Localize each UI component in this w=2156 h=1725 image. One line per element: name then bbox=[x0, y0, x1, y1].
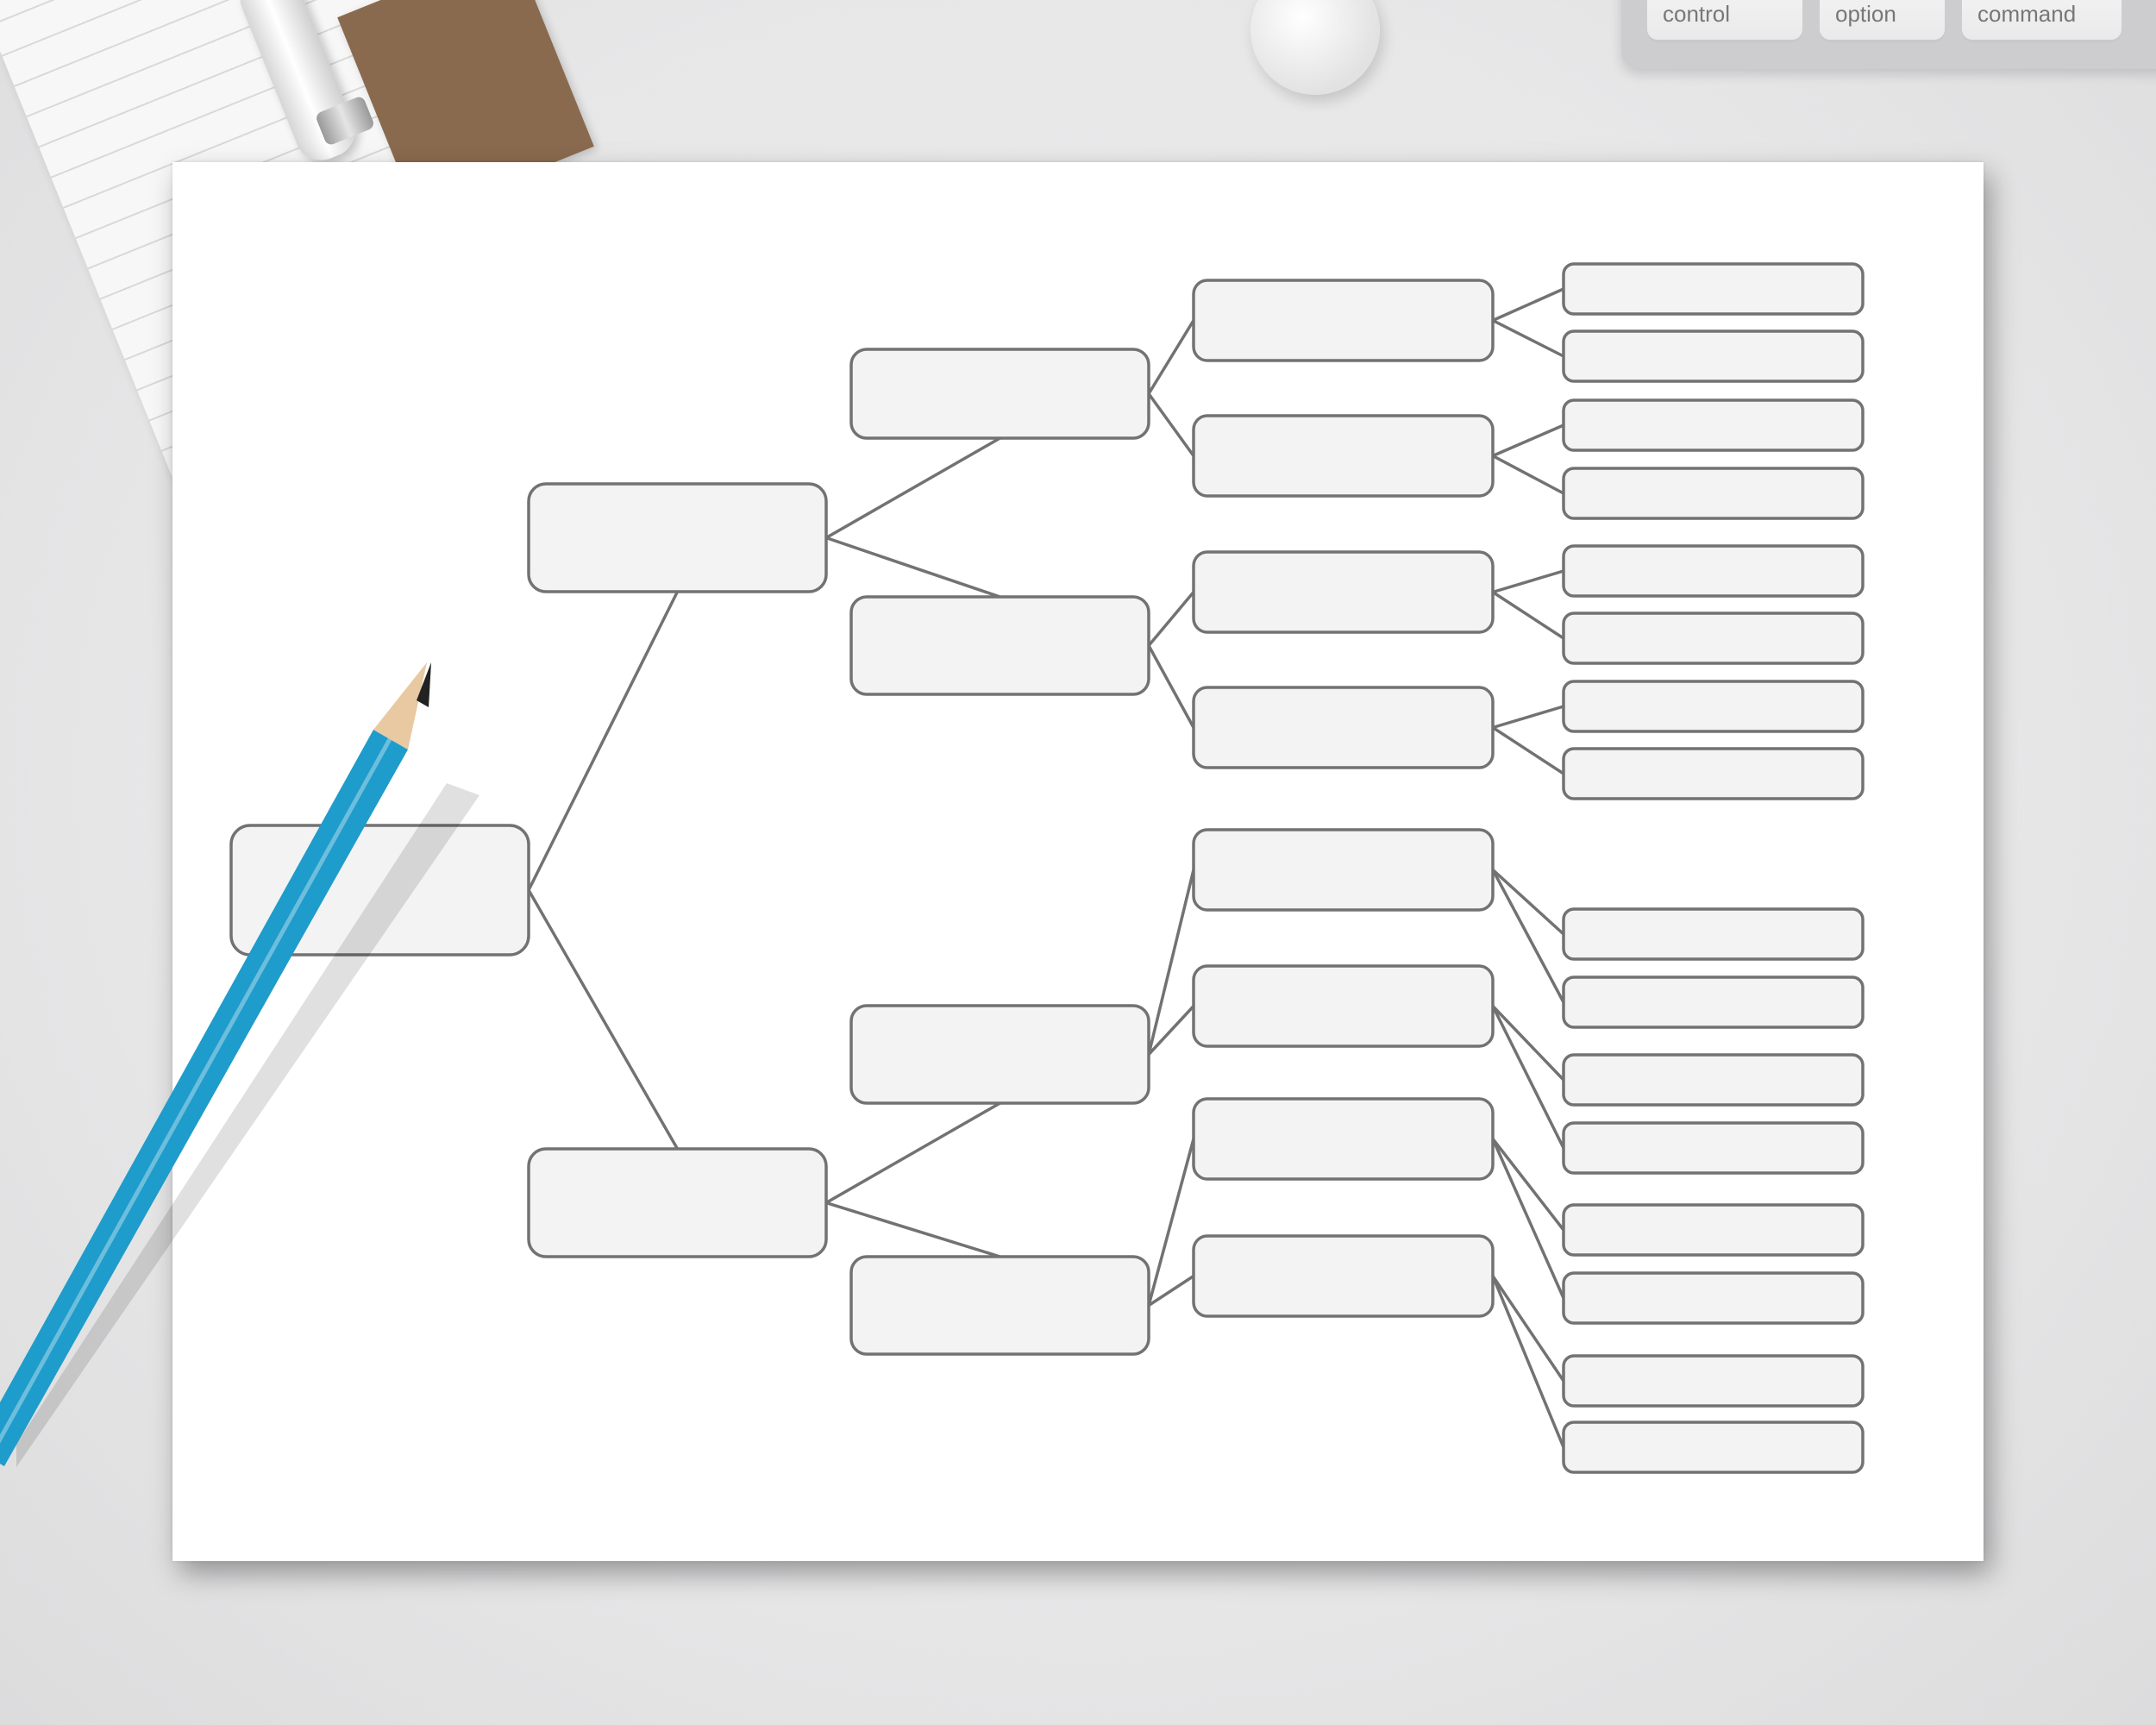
level3-node-box[interactable] bbox=[1192, 1097, 1495, 1181]
key-option: option bbox=[1820, 0, 1945, 43]
connector-level3-to-leaf bbox=[1492, 454, 1564, 495]
leaf-node-box[interactable] bbox=[1562, 747, 1865, 800]
level3-node-box[interactable] bbox=[1192, 279, 1495, 362]
connector-level2-to-level3 bbox=[1147, 319, 1195, 395]
level3-node-box[interactable] bbox=[1192, 964, 1495, 1048]
key-label-command: command bbox=[1977, 1, 2077, 27]
keyboard: control option command bbox=[1621, 0, 2156, 69]
level2-node-box[interactable] bbox=[849, 595, 1150, 696]
key-control: control bbox=[1647, 0, 1802, 43]
level3-node-box[interactable] bbox=[1192, 828, 1495, 912]
leaf-node-box[interactable] bbox=[1562, 680, 1865, 733]
connector-level1-to-level2 bbox=[825, 436, 1001, 540]
leaf-node-box[interactable] bbox=[1562, 544, 1865, 598]
connector-level1-to-level2 bbox=[825, 536, 1001, 599]
leaf-node-box[interactable] bbox=[1562, 467, 1865, 520]
level2-node-box[interactable] bbox=[849, 1255, 1150, 1356]
connector-level3-to-leaf bbox=[1491, 1138, 1565, 1299]
connector-level2-to-level3 bbox=[1147, 1005, 1195, 1056]
level3-node-box[interactable] bbox=[1192, 550, 1495, 634]
connector-level2-to-level3 bbox=[1148, 1275, 1194, 1307]
level3-node-box[interactable] bbox=[1192, 1234, 1495, 1318]
connector-level3-to-leaf bbox=[1491, 1005, 1565, 1082]
leaf-node-box[interactable] bbox=[1562, 262, 1865, 316]
connector-level2-to-level3 bbox=[1147, 644, 1195, 729]
key-label-option: option bbox=[1835, 1, 1896, 27]
level1-node-box[interactable] bbox=[527, 482, 828, 593]
leaf-node-box[interactable] bbox=[1562, 1121, 1865, 1175]
connector-level3-to-leaf bbox=[1491, 869, 1565, 936]
connector-level3-to-leaf bbox=[1491, 869, 1565, 1003]
connector-root-to-branch-2 bbox=[527, 889, 680, 1150]
leaf-node-box[interactable] bbox=[1562, 1354, 1865, 1408]
connector-level3-to-leaf bbox=[1492, 726, 1564, 775]
level3-node-box[interactable] bbox=[1192, 686, 1495, 769]
connector-level3-to-leaf bbox=[1492, 569, 1564, 594]
leaf-node-box[interactable] bbox=[1562, 1271, 1865, 1325]
connector-level1-to-level2 bbox=[825, 1201, 1001, 1258]
level3-node-box[interactable] bbox=[1192, 414, 1495, 498]
leaf-node-box[interactable] bbox=[1562, 975, 1865, 1029]
level2-node-box[interactable] bbox=[849, 1004, 1150, 1105]
connector-level3-to-leaf bbox=[1492, 318, 1564, 358]
level2-node-box[interactable] bbox=[849, 348, 1150, 440]
connector-level3-to-leaf bbox=[1491, 1005, 1565, 1149]
key-label-control: control bbox=[1663, 1, 1731, 27]
connector-level2-to-level3 bbox=[1147, 591, 1195, 647]
connector-level1-to-level2 bbox=[825, 1101, 1001, 1205]
leaf-node-box[interactable] bbox=[1562, 1053, 1865, 1107]
connector-level2-to-level3 bbox=[1147, 392, 1195, 457]
leaf-node-box[interactable] bbox=[1562, 398, 1865, 452]
connector-level3-to-leaf bbox=[1492, 705, 1564, 730]
level1-node-box[interactable] bbox=[527, 1147, 828, 1258]
leaf-node-box[interactable] bbox=[1562, 1203, 1865, 1257]
leaf-node-box[interactable] bbox=[1562, 907, 1865, 961]
connector-level2-to-level3 bbox=[1147, 869, 1195, 1055]
leaf-node-box[interactable] bbox=[1562, 612, 1865, 665]
connector-level3-to-leaf bbox=[1492, 287, 1564, 323]
root-node-box[interactable] bbox=[229, 824, 530, 957]
connector-level3-to-leaf bbox=[1491, 1275, 1565, 1382]
connector-root-to-branch-1 bbox=[527, 591, 680, 891]
key-command: command bbox=[1962, 0, 2122, 43]
leaf-node-box[interactable] bbox=[1562, 329, 1865, 383]
connector-level3-to-leaf bbox=[1492, 591, 1564, 640]
connector-level2-to-level3 bbox=[1147, 1138, 1195, 1306]
leaf-node-box[interactable] bbox=[1562, 1421, 1865, 1474]
connector-level3-to-leaf bbox=[1491, 1138, 1565, 1232]
connector-level3-to-leaf bbox=[1491, 1275, 1565, 1448]
connector-level3-to-leaf bbox=[1492, 423, 1564, 458]
